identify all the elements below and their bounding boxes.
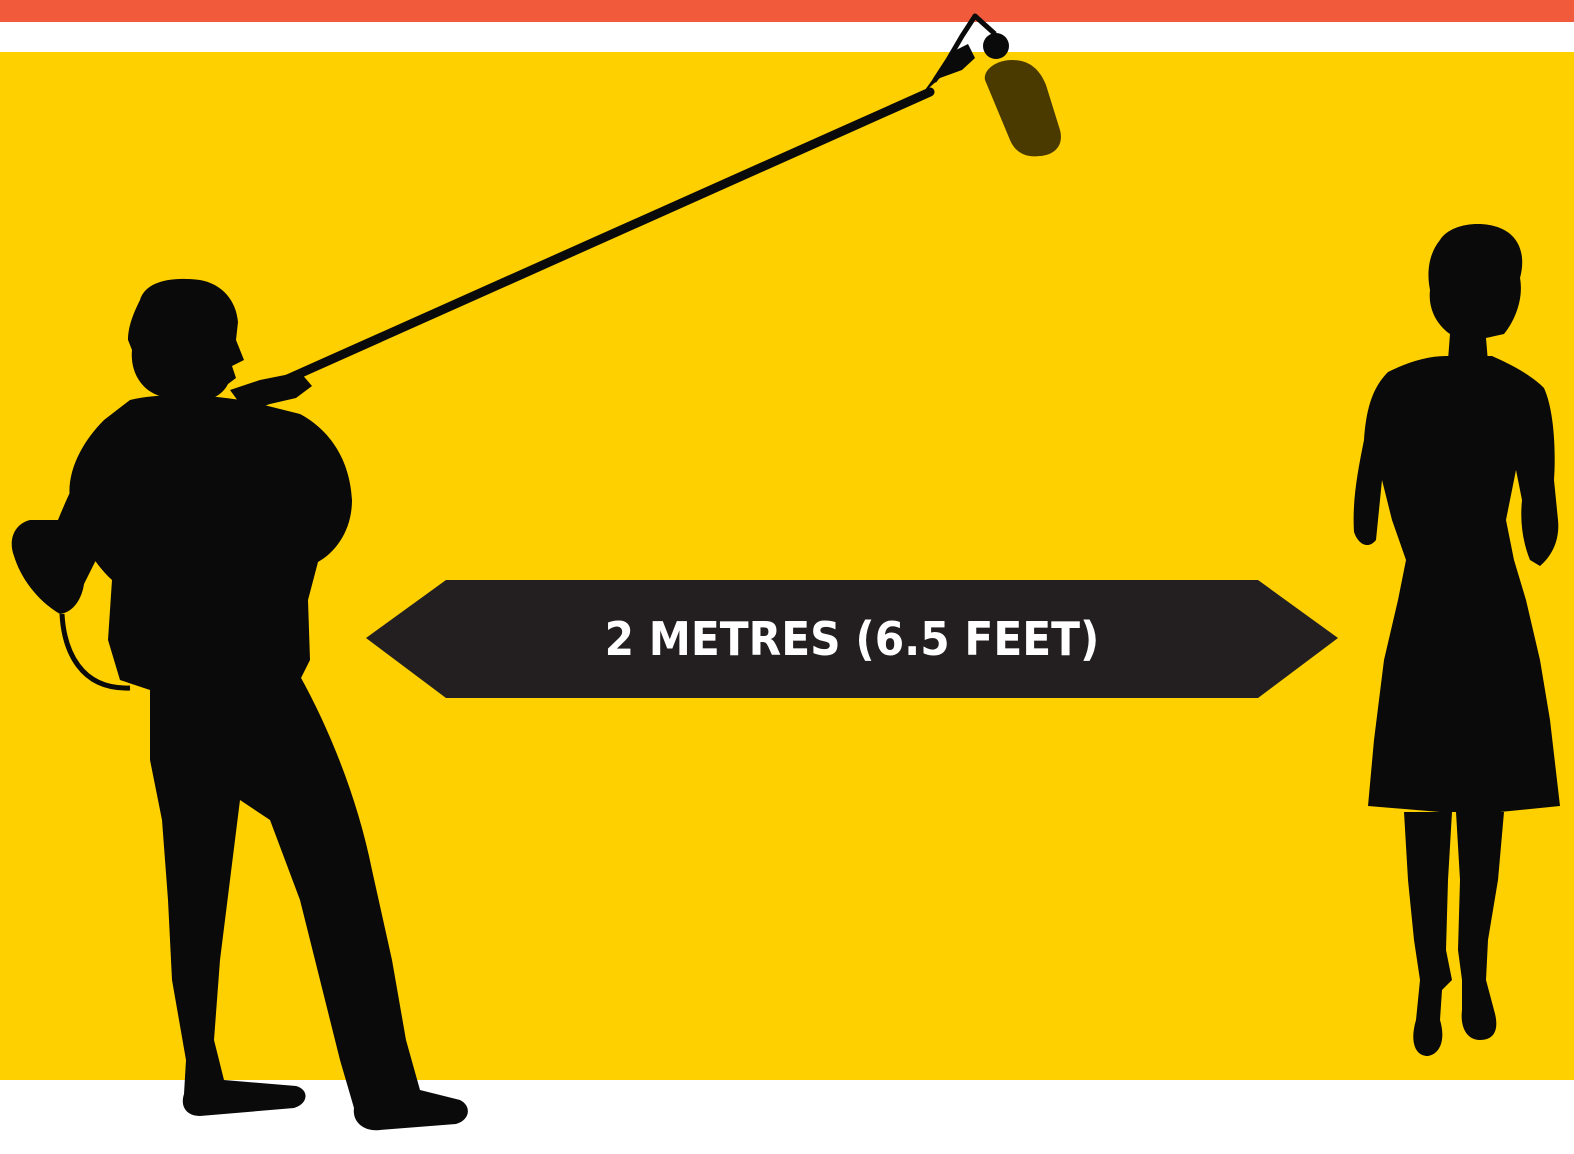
distance-label: 2 METRES (6.5 FEET) bbox=[478, 580, 1225, 698]
boom-operator-silhouette-icon bbox=[12, 279, 468, 1130]
boom-microphone-icon bbox=[245, 16, 1061, 398]
woman-silhouette-icon bbox=[1354, 224, 1560, 1056]
